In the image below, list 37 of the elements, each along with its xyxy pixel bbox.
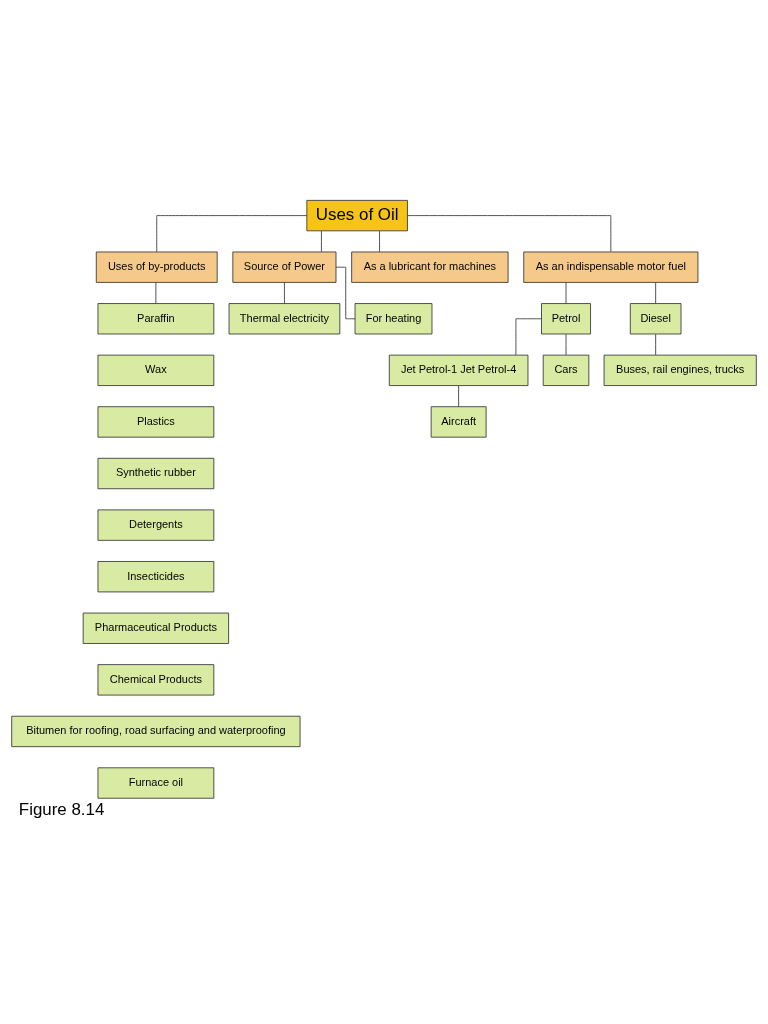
connector bbox=[155, 282, 157, 304]
caption: Figure 8.14 bbox=[18, 800, 105, 820]
node-box: Chemical Products bbox=[97, 664, 215, 696]
node-box: Petrol bbox=[541, 303, 591, 335]
connector bbox=[458, 385, 460, 407]
node-box: Bitumen for roofing, road surfacing and waterproofing bbox=[11, 715, 301, 748]
node-box: Cars bbox=[542, 354, 590, 386]
node-box: Aircraft bbox=[430, 406, 487, 438]
connector bbox=[379, 230, 380, 253]
node-box: Pharmaceutical Products bbox=[82, 612, 230, 644]
node-box: As an indispensable motor fuel bbox=[523, 251, 699, 283]
node-box: Paraffin bbox=[97, 303, 215, 335]
node-box: Detergents bbox=[97, 509, 215, 541]
connector bbox=[321, 230, 322, 253]
connector bbox=[565, 282, 567, 304]
node-box: Buses, rail engines, trucks bbox=[603, 354, 757, 386]
connector bbox=[515, 318, 542, 356]
node-box: Furnace oil bbox=[97, 767, 215, 799]
connector bbox=[655, 333, 657, 356]
connector bbox=[335, 266, 356, 320]
node-box: Uses of Oil bbox=[306, 199, 408, 232]
connector bbox=[565, 333, 567, 356]
node-box: Synthetic rubber bbox=[97, 457, 215, 490]
connector bbox=[407, 215, 612, 253]
connector bbox=[284, 282, 285, 304]
connector bbox=[156, 215, 307, 253]
node-box: As a lubricant for machines bbox=[351, 251, 509, 283]
node-box: Source of Power bbox=[232, 251, 337, 283]
connector bbox=[655, 282, 657, 304]
node-box: Plastics bbox=[97, 406, 215, 438]
node-box: Insecticides bbox=[97, 561, 215, 593]
node-box: Jet Petrol-1 Jet Petrol-4 bbox=[388, 354, 529, 386]
node-box: Wax bbox=[97, 354, 215, 386]
node-box: For heating bbox=[354, 303, 433, 335]
node-box: Diesel bbox=[629, 303, 682, 335]
node-box: Uses of by-products bbox=[95, 251, 218, 283]
node-box: Thermal electricity bbox=[228, 303, 341, 335]
